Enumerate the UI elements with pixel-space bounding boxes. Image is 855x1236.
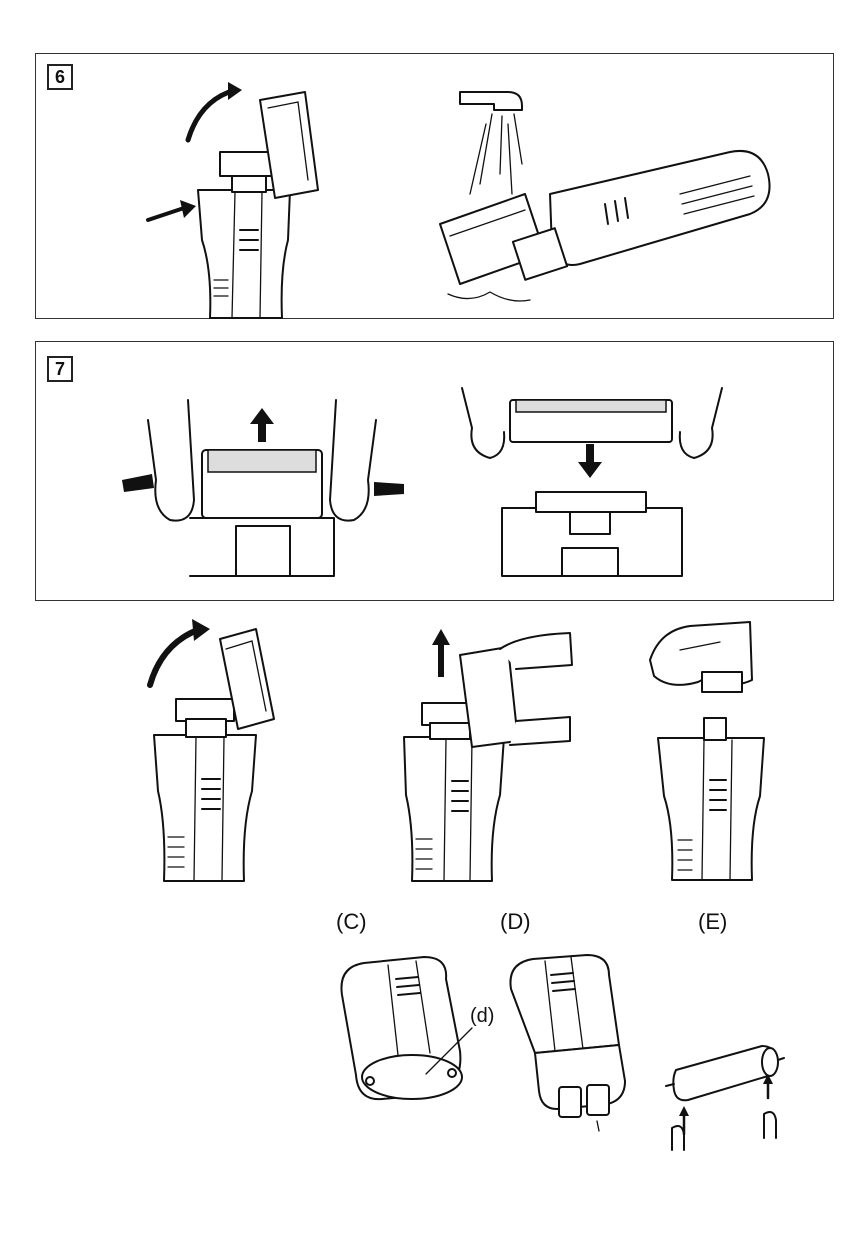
step-6-badge: 6: [47, 64, 73, 90]
shaver-battery-tray-illustration: [505, 953, 645, 1133]
remove-foil-frame-illustration: [112, 400, 412, 580]
shaver-rinse-under-tap-illustration: [430, 64, 800, 314]
replace-foil-frame-illustration: [458, 388, 728, 578]
figure-label-c: (C): [336, 909, 367, 935]
shaver-open-lid-illustration: [140, 80, 340, 320]
open-lid-illustration: [120, 615, 320, 885]
figure-label-d: (D): [500, 909, 531, 935]
step-7-badge: 7: [47, 356, 73, 382]
battery-illustration: [664, 1040, 794, 1150]
remove-lid-illustration: [380, 625, 580, 885]
remove-blade-illustration: [640, 620, 800, 885]
figure-label-e: (E): [698, 909, 727, 935]
callout-line: [420, 1020, 480, 1080]
